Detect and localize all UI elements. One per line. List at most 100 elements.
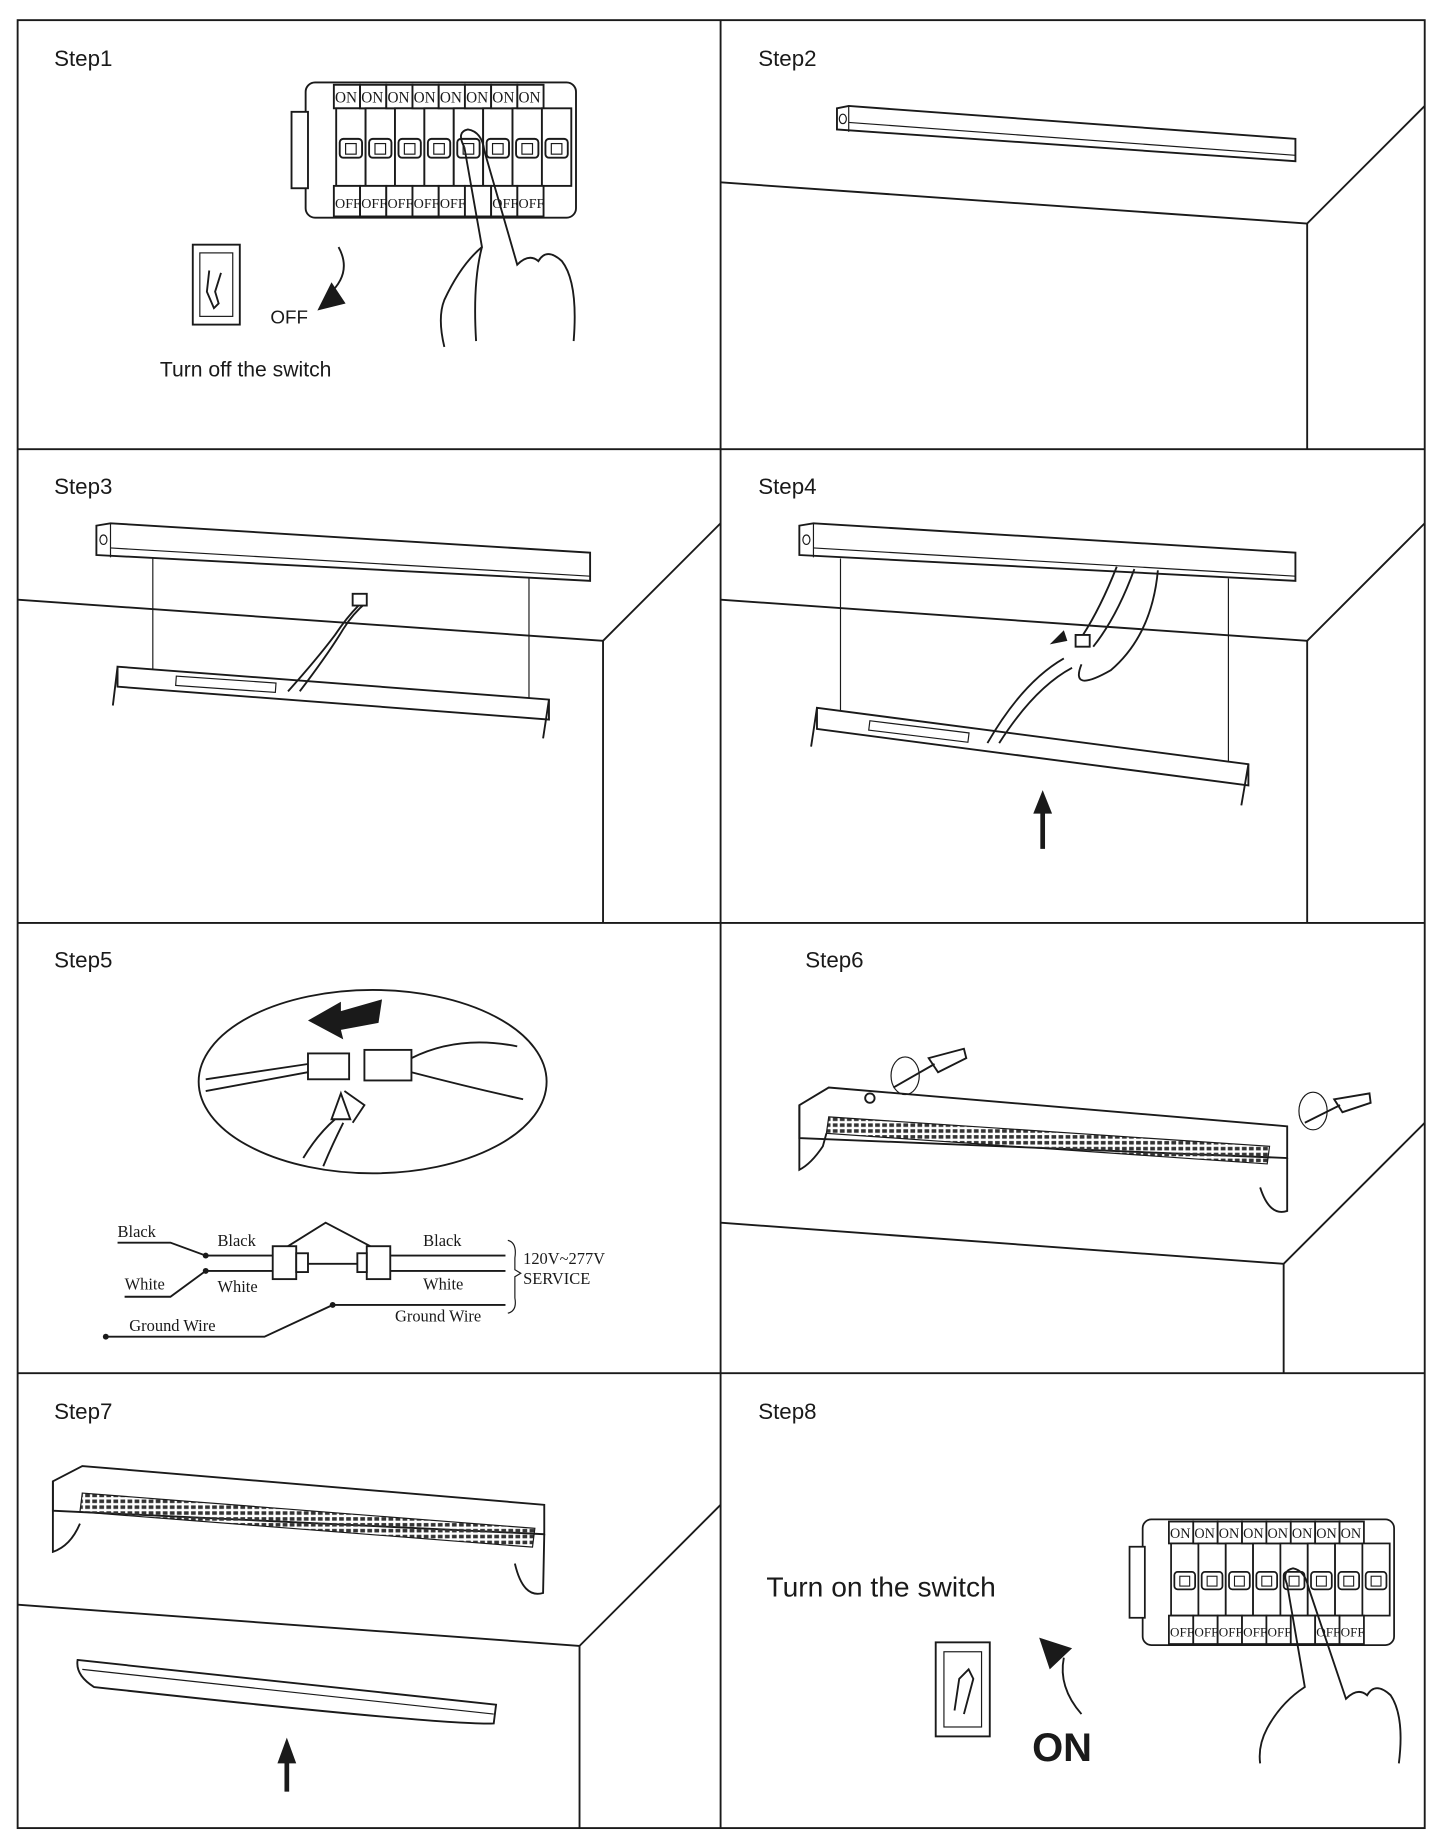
circuit-breaker[interactable]: [335, 107, 367, 187]
breaker-on-label: ON: [387, 89, 409, 106]
connector-female: [365, 1245, 392, 1281]
mid-black-label: Black: [217, 1231, 256, 1250]
left-white-label: White: [125, 1275, 165, 1294]
light-fixture: [798, 1086, 1289, 1213]
step-title: Step8: [758, 1399, 816, 1424]
breaker-on-label: ON: [361, 89, 383, 106]
screwdriver-icon: [1298, 1091, 1372, 1131]
ceiling-room: [17, 1504, 722, 1829]
ceiling-room: [720, 522, 1426, 923]
circuit-breaker[interactable]: [1334, 1542, 1364, 1617]
wall-switch-on-icon: [934, 1641, 991, 1738]
light-fixture: [111, 592, 550, 739]
breaker-off-label: OFF: [440, 196, 466, 212]
hand-pointing-icon: [439, 128, 576, 348]
wiring-diagram: Black Black Black White White White Grou…: [102, 1221, 605, 1340]
circuit-breaker[interactable]: [364, 107, 396, 187]
breaker-off-label: OFF: [1316, 1624, 1340, 1639]
wall-switch-off-icon: [191, 243, 241, 326]
breaker-on-label: ON: [440, 89, 462, 106]
left-ground-label: Ground Wire: [129, 1316, 215, 1335]
circuit-breaker[interactable]: [1197, 1542, 1227, 1617]
circuit-breaker[interactable]: [394, 107, 426, 187]
step-title: Step1: [54, 46, 112, 71]
step-title: Step7: [54, 1399, 112, 1424]
breaker-on-label: ON: [519, 89, 541, 106]
circuit-breaker[interactable]: [1306, 1542, 1336, 1617]
breaker-on-label: ON: [466, 89, 488, 106]
circuit-breaker[interactable]: [511, 107, 543, 187]
step-caption: Turn off the switch: [160, 358, 332, 381]
connector-detail-callout: [197, 989, 548, 1175]
step-title: Step4: [758, 474, 816, 499]
step-title: Step5: [54, 948, 112, 973]
step6-panel: Step6: [720, 948, 1426, 1374]
step4-panel: Step4: [720, 474, 1426, 923]
breaker-on-label: ON: [1219, 1526, 1240, 1542]
on-label: ON: [1032, 1726, 1092, 1770]
diffuser-lens: [76, 1658, 498, 1725]
breaker-on-label: ON: [1316, 1526, 1337, 1542]
breaker-off-label: OFF: [414, 196, 440, 212]
mounting-channel: [836, 105, 1297, 163]
light-fixture: [51, 1465, 546, 1595]
breaker-off-label: OFF: [387, 196, 413, 212]
voltage-label: 120V~277V: [523, 1249, 605, 1268]
breaker-off-label: OFF: [1268, 1624, 1292, 1639]
step-title: Step3: [54, 474, 112, 499]
up-arrow-icon: [1033, 790, 1053, 849]
step2-panel: Step2: [720, 46, 1426, 450]
ceiling-room: [720, 1122, 1426, 1374]
breaker-on-label: ON: [335, 89, 357, 106]
breaker-on-label: ON: [1341, 1526, 1362, 1542]
breaker-on-label: ON: [1268, 1526, 1289, 1542]
breaker-off-label: OFF: [1219, 1624, 1243, 1639]
step5-panel: Step5 Black: [54, 948, 605, 1340]
circuit-breaker[interactable]: [482, 107, 514, 187]
step3-panel: Step3: [17, 474, 722, 923]
mid-white-label: White: [217, 1277, 257, 1296]
breaker-off-label: OFF: [1341, 1624, 1365, 1639]
circuit-breaker[interactable]: [423, 107, 455, 187]
breaker-off-label: OFF: [1170, 1624, 1194, 1639]
breaker-on-label: ON: [1170, 1526, 1191, 1542]
breaker-on-label: ON: [1194, 1526, 1215, 1542]
screwdriver-icon: [864, 1047, 968, 1104]
service-label: SERVICE: [523, 1269, 590, 1288]
up-arrow-icon: [1039, 1637, 1083, 1715]
breaker-on-label: ON: [1243, 1526, 1264, 1542]
breaker-off-label: OFF: [335, 196, 361, 212]
breaker-on-label: ON: [1292, 1526, 1313, 1542]
step-title: Step2: [758, 46, 816, 71]
breaker-off-label: OFF: [1243, 1624, 1267, 1639]
mounting-channel: [798, 522, 1297, 582]
step8-panel: Step8 Turn on the switch ON OFF ON OFF ON OFF…: [758, 1399, 1402, 1770]
circuit-breaker[interactable]: [1279, 1542, 1309, 1617]
ceiling-room: [720, 105, 1426, 450]
down-arrow-icon: [317, 246, 346, 311]
circuit-breaker[interactable]: [1252, 1542, 1282, 1617]
off-label: OFF: [270, 306, 308, 327]
breaker-off-label: OFF: [1194, 1624, 1218, 1639]
step-caption: Turn on the switch: [766, 1571, 995, 1603]
mounting-channel: [95, 522, 592, 582]
left-black-label: Black: [118, 1222, 157, 1241]
circuit-breaker[interactable]: [540, 107, 573, 187]
light-fixture: [810, 566, 1250, 806]
right-ground-label: Ground Wire: [395, 1306, 481, 1325]
breaker-off-label: OFF: [519, 196, 545, 212]
ceiling-room: [17, 522, 722, 923]
hand-pointing-icon: [1258, 1567, 1402, 1764]
circuit-breaker[interactable]: [1361, 1542, 1391, 1617]
circuit-breaker[interactable]: [1170, 1542, 1200, 1617]
circuit-breaker[interactable]: [1224, 1542, 1254, 1617]
connector-male: [271, 1245, 298, 1281]
right-black-label: Black: [423, 1231, 462, 1250]
breaker-on-label: ON: [414, 89, 436, 106]
panel-grid: [16, 19, 1426, 1830]
step7-panel: Step7: [17, 1399, 722, 1829]
